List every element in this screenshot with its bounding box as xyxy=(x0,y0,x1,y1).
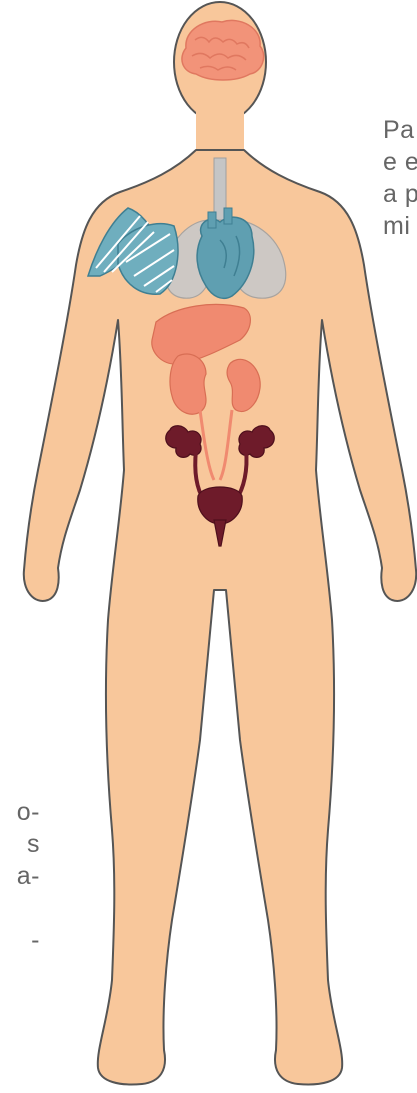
left-paragraph-line xyxy=(0,892,40,924)
right-paragraph-line: a p xyxy=(383,178,417,210)
right-paragraph-line: mi xyxy=(383,210,417,242)
left-paragraph: o- s a- - xyxy=(0,796,40,956)
right-paragraph-line: e e xyxy=(383,146,417,178)
right-paragraph-line: Pa xyxy=(383,114,417,146)
brain-icon xyxy=(182,20,264,80)
left-paragraph-line: - xyxy=(0,924,40,956)
left-paragraph-line: s xyxy=(0,828,40,860)
left-paragraph-line: a- xyxy=(0,860,40,892)
left-paragraph-line: o- xyxy=(0,796,40,828)
right-paragraph: Pa e e a p mi xyxy=(383,114,417,242)
